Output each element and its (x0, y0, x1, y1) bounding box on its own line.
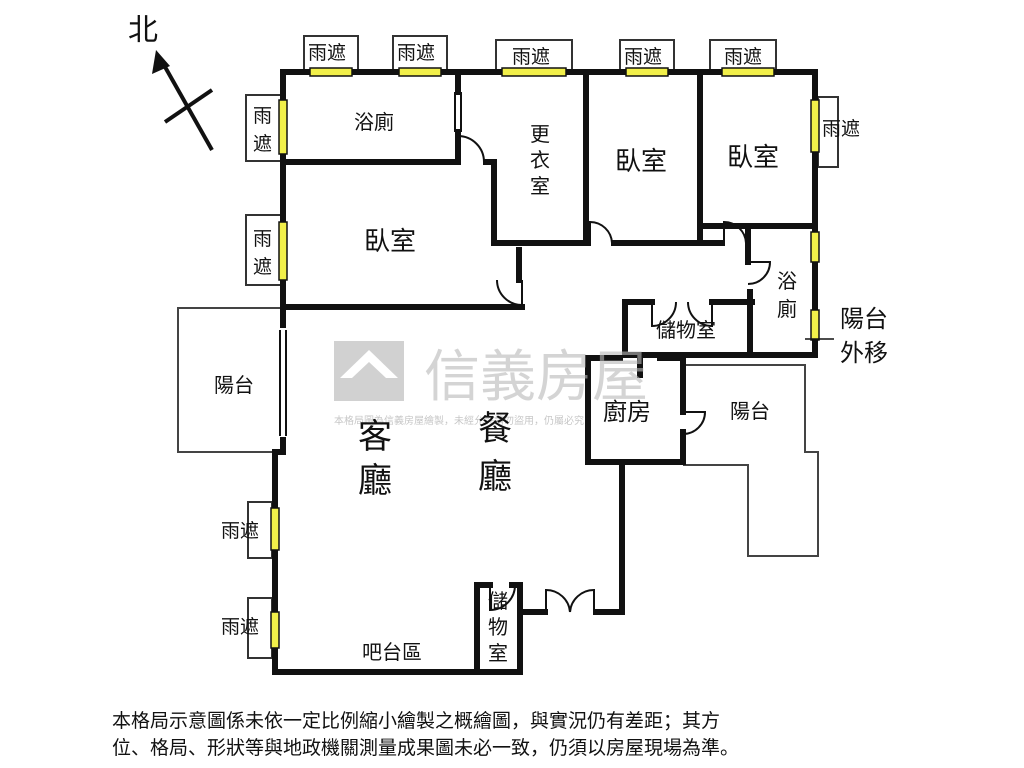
awning-label-left-1a: 雨 (253, 105, 272, 127)
awning-labels: 雨遮 雨遮 雨遮 雨遮 雨遮 雨 遮 雨 遮 雨遮 雨遮 雨遮 (221, 42, 860, 638)
awning-label-top-5: 雨遮 (724, 46, 762, 68)
label-bedroom-3: 臥室 (364, 227, 416, 257)
label-storage-bottom-2: 物 (488, 615, 508, 639)
awning-label-left-2b: 遮 (253, 256, 272, 278)
label-storage-bottom-1: 儲 (488, 589, 508, 613)
label-balcony-ext-2: 外移 (840, 339, 888, 367)
watermark-brand: 信義房屋 (424, 345, 648, 410)
north-arrow-icon (152, 50, 214, 151)
watermark-logo-icon (334, 341, 404, 401)
label-closet-2: 衣 (530, 148, 550, 172)
label-closet-1: 更 (530, 122, 550, 146)
doors (279, 92, 772, 613)
awning-label-top-1: 雨遮 (308, 42, 346, 64)
north-label: 北 (128, 13, 158, 48)
disclaimer-line-1: 本格局示意圖係未依一定比例縮小繪製之概繪圖，與實況仍有差距；其方 (112, 710, 721, 732)
awning-label-left-2a: 雨 (253, 228, 272, 250)
disclaimer-line-2: 位、格局、形狀等與地政機關測量成果圖未必一致，仍須以房屋現場為準。 (112, 737, 740, 759)
label-storage-mid: 儲物室 (656, 318, 716, 342)
awning-label-right: 雨遮 (822, 118, 860, 140)
label-bedroom-2: 臥室 (727, 143, 779, 173)
windows (270, 67, 820, 649)
label-balcony-right: 陽台 (730, 399, 770, 423)
watermark-notice: 本格局圖為信義房屋繪製，未經允許請勿盜用，仍屬必究 (334, 414, 584, 427)
label-bath-top: 浴廁 (354, 110, 394, 134)
awning-label-top-3: 雨遮 (512, 46, 550, 68)
label-bath-right-1: 浴 (777, 269, 797, 293)
awning-label-lower-1: 雨遮 (221, 520, 259, 542)
balcony-outlines (177, 307, 819, 557)
label-dining-1: 餐 (478, 409, 512, 449)
awning-label-top-4: 雨遮 (624, 46, 662, 68)
label-balcony-left: 陽台 (214, 373, 254, 397)
label-storage-bottom-3: 室 (488, 641, 508, 665)
label-closet-3: 室 (530, 174, 550, 198)
label-kitchen: 廚房 (603, 398, 651, 426)
label-bath-right-2: 廁 (777, 297, 797, 321)
label-bar: 吧台區 (362, 640, 422, 664)
awning-label-top-2: 雨遮 (397, 42, 435, 64)
label-bedroom-1: 臥室 (615, 147, 667, 177)
label-living-2: 廳 (358, 461, 392, 501)
label-dining-2: 廳 (478, 457, 512, 497)
awning-boxes (245, 35, 839, 659)
label-living-1: 客 (358, 417, 392, 457)
awning-label-lower-2: 雨遮 (221, 616, 259, 638)
awning-label-left-1b: 遮 (253, 133, 272, 155)
label-balcony-ext-1: 陽台 (840, 305, 888, 333)
disclaimer-note: 本格局示意圖係未依一定比例縮小繪製之概繪圖，與實況仍有差距；其方 位、格局、形狀… (112, 708, 912, 762)
